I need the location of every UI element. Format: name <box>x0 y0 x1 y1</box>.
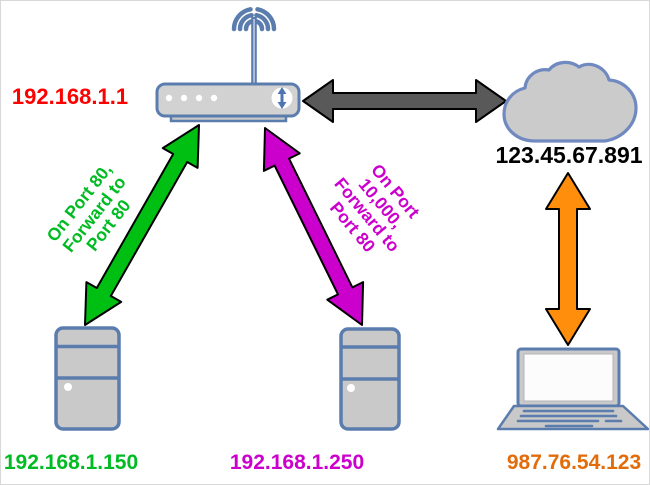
router-ip-label: 192.168.1.1 <box>11 84 129 109</box>
laptop-ip-label: 987.76.54.123 <box>506 451 642 474</box>
antenna-icon <box>231 7 277 86</box>
wifi-router-icon <box>155 7 301 123</box>
server1-ip-label: 192.168.1.150 <box>3 451 139 474</box>
laptop-icon <box>496 347 649 431</box>
internet-cloud-icon <box>502 60 638 143</box>
server1-tower-icon <box>54 326 121 431</box>
cloud-shape <box>502 60 638 143</box>
laptop-keyboard-lines <box>516 409 623 428</box>
router-led-dots <box>165 94 218 102</box>
router-server1-arrow <box>84 124 200 326</box>
server2-tower-icon <box>339 327 401 431</box>
laptop-screen <box>523 353 614 402</box>
updown-arrow-icon <box>271 87 293 109</box>
power-button-dot <box>347 384 355 392</box>
cloud-ip-label: 123.45.67.891 <box>495 142 643 168</box>
server2-ip-label: 192.168.1.250 <box>229 451 365 474</box>
cloud-laptop-arrow <box>545 172 591 346</box>
power-button-dot <box>64 383 72 391</box>
router-server2-arrow <box>262 127 365 326</box>
router-cloud-arrow <box>302 79 507 123</box>
router-body <box>155 82 301 118</box>
